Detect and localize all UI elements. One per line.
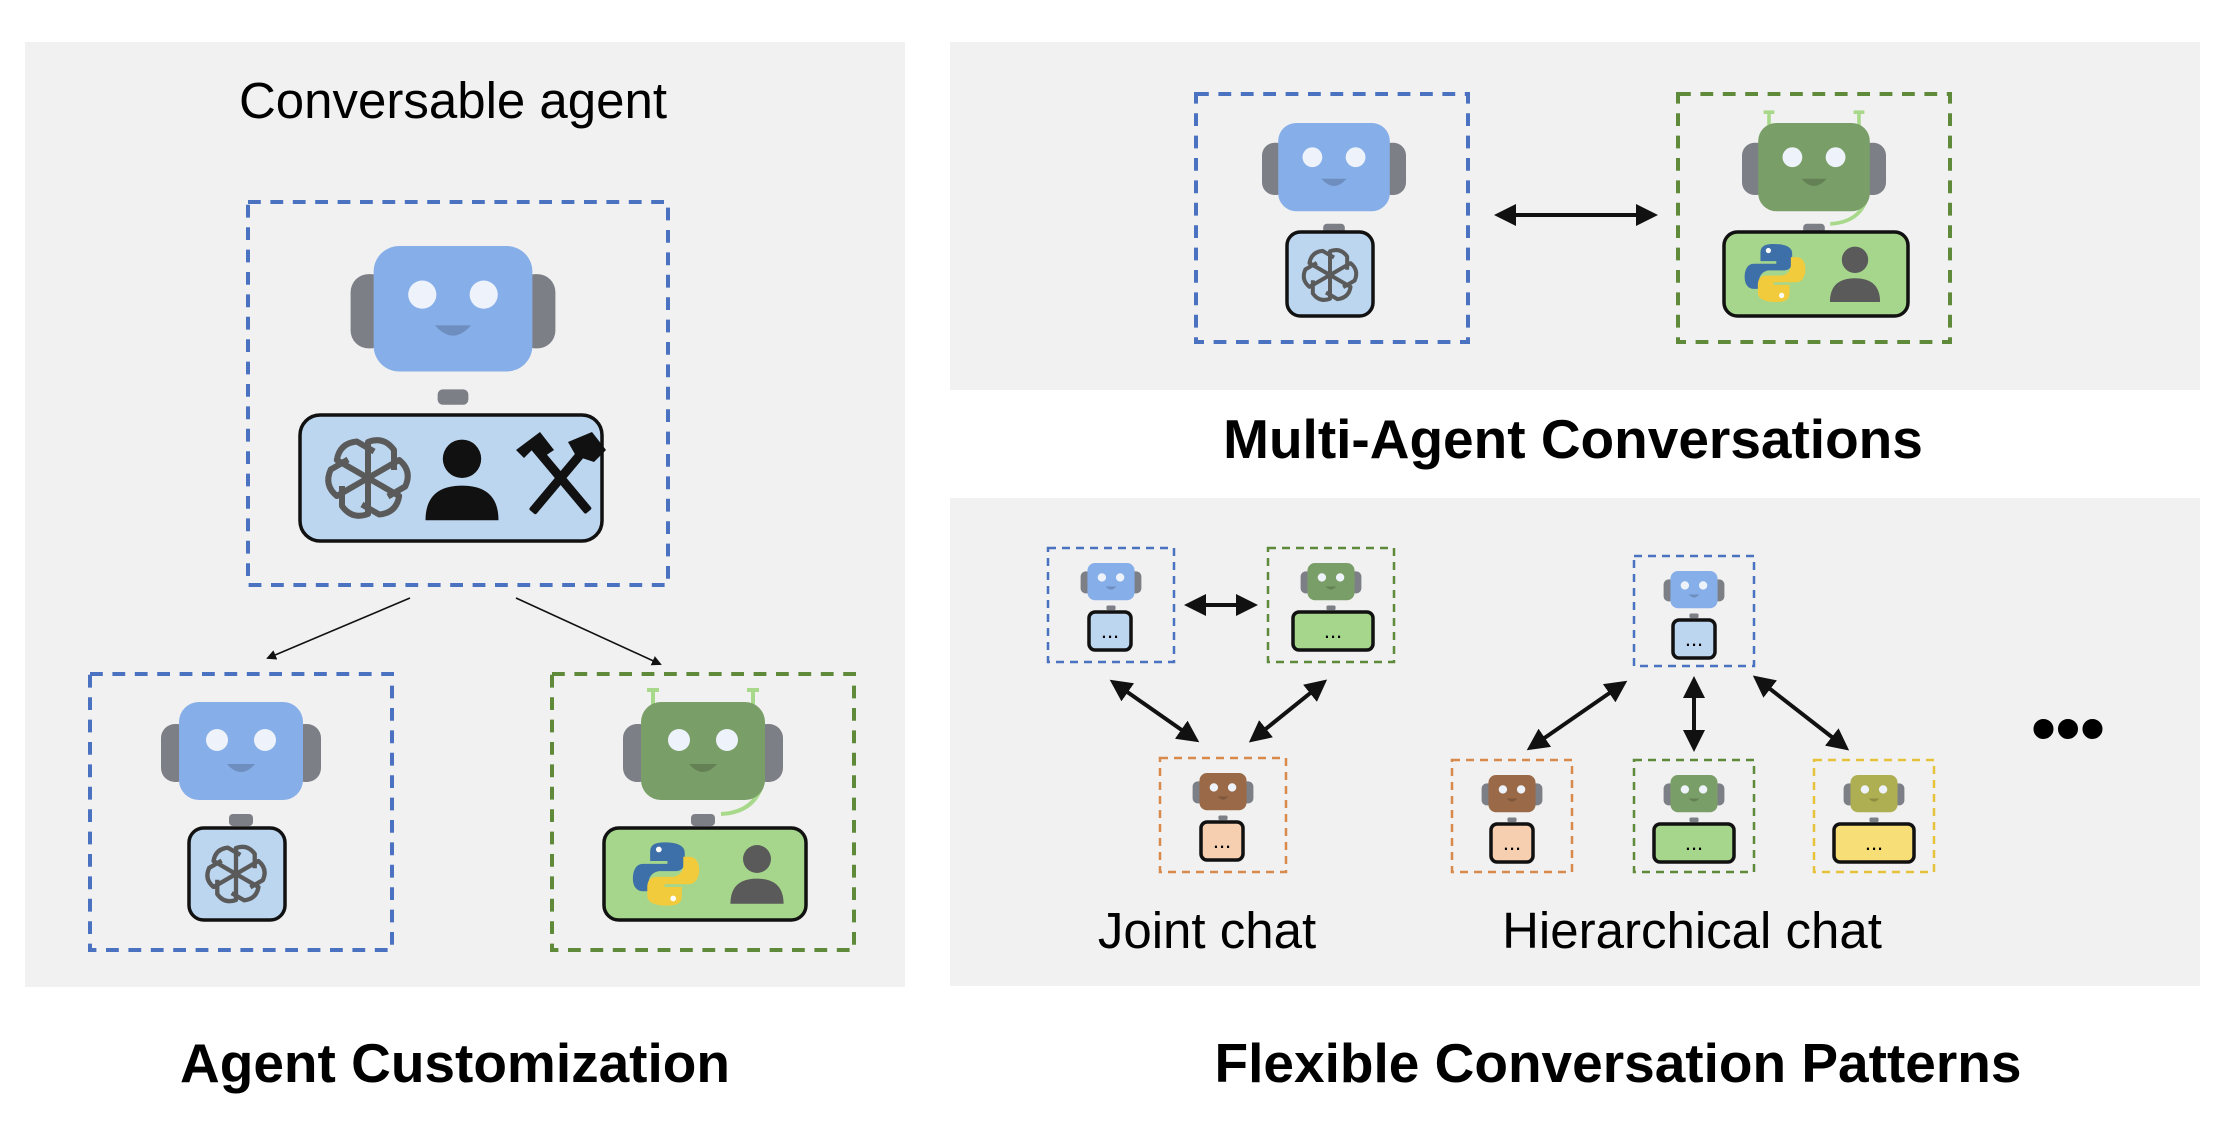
agent-customization-caption: Agent Customization [180, 1032, 730, 1094]
assistant-agent-box [88, 672, 394, 952]
hier-arrow-left [1526, 680, 1628, 751]
hier-root-ellipsis: ... [1685, 626, 1703, 651]
hier-green-box [1632, 758, 1756, 874]
assistant-robot-icon [161, 702, 321, 826]
diagram-elements: ..................... [88, 92, 1952, 952]
hier-yellow-robot-icon [1843, 775, 1905, 823]
hier-root-robot-icon [1663, 571, 1725, 619]
joint-chat-label: Joint chat [1098, 902, 1316, 959]
user-proxy-robot-icon [623, 688, 783, 826]
joint-orange-box [1158, 756, 1288, 874]
flexible-patterns-caption: Flexible Conversation Patterns [1215, 1032, 2022, 1094]
mac-assistant-box [1194, 92, 1470, 344]
hier-arrow-right [1752, 675, 1850, 751]
mac-user-proxy-box [1676, 92, 1952, 344]
joint-orange-content [1199, 820, 1245, 862]
joint-blue-box [1046, 546, 1176, 664]
hier-root-content [1671, 618, 1717, 660]
joint-orange-robot-icon [1192, 773, 1254, 821]
joint-orange-ellipsis: ... [1213, 828, 1231, 853]
user-proxy-agent-box [550, 672, 856, 952]
mac-user-proxy-robot-icon [1742, 110, 1886, 235]
hier-root-box [1632, 554, 1756, 668]
joint-blue-ellipsis: ... [1101, 618, 1119, 643]
hier-yellow-content [1832, 822, 1916, 864]
hier-green-content [1652, 822, 1736, 864]
joint-blue-robot-icon [1080, 563, 1142, 611]
hier-orange-content [1489, 822, 1535, 864]
joint-arrow-right [1248, 679, 1328, 743]
conversable-agent-heading: Conversable agent [239, 72, 667, 129]
hier-yellow-ellipsis: ... [1865, 830, 1883, 855]
hier-green-ellipsis: ... [1685, 830, 1703, 855]
customize-arrow-right [515, 597, 662, 666]
joint-green-robot-icon [1300, 563, 1362, 611]
hier-orange-box [1450, 758, 1574, 874]
hierarchical-chat-label: Hierarchical chat [1502, 902, 1882, 959]
conversable-robot-icon [350, 246, 556, 405]
joint-green-box [1266, 546, 1396, 664]
hier-orange-robot-icon [1481, 775, 1543, 823]
joint-green-ellipsis: ... [1324, 618, 1342, 643]
more-patterns-ellipsis: ••• [2031, 689, 2105, 767]
customize-arrow-left [266, 597, 411, 660]
joint-arrow-left [1109, 679, 1200, 743]
hier-orange-ellipsis: ... [1503, 830, 1521, 855]
hier-yellow-box [1812, 758, 1936, 874]
multi-agent-caption: Multi-Agent Conversations [1223, 408, 1923, 470]
joint-blue-content [1087, 610, 1133, 652]
conversable-agent-box [246, 200, 670, 587]
hier-green-robot-icon [1663, 775, 1725, 823]
joint-green-content [1291, 610, 1375, 652]
